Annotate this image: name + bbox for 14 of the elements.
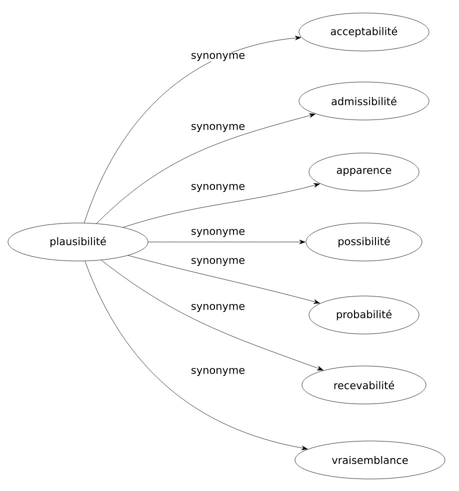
- arrow: [101, 260, 324, 370]
- arrow: [84, 36, 302, 224]
- arrow: [123, 183, 320, 228]
- edge-label: synonyme: [190, 367, 246, 376]
- edge-label: synonyme: [190, 303, 246, 312]
- arrow: [128, 255, 320, 304]
- arrow: [96, 113, 316, 224]
- edge-label: synonyme: [190, 52, 246, 62]
- arrow: [84, 260, 308, 450]
- edge-label: synonyme: [190, 183, 246, 193]
- arrow: [148, 240, 306, 244]
- edge-label: synonyme: [190, 123, 246, 133]
- edge-label: synonyme: [190, 257, 246, 267]
- edge-label: synonyme: [190, 228, 246, 238]
